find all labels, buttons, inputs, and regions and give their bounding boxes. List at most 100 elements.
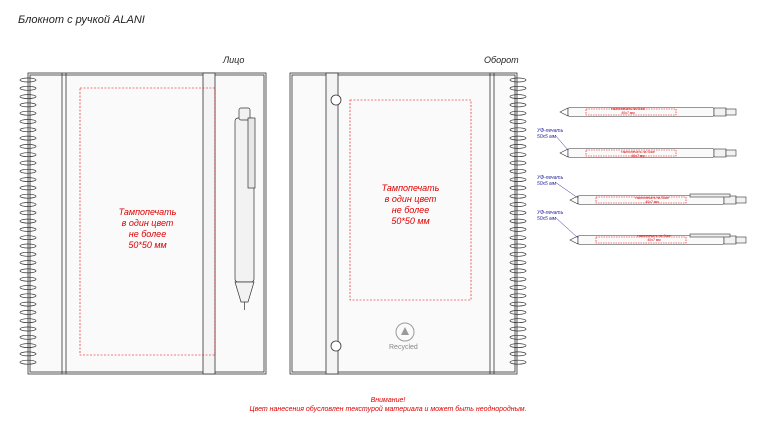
spiral-ring bbox=[509, 119, 527, 124]
back-print-line: в один цвет bbox=[384, 194, 437, 204]
spiral-ring bbox=[509, 110, 527, 116]
spiral-ring bbox=[19, 310, 37, 315]
recycle-icon bbox=[395, 322, 415, 342]
spiral-ring bbox=[509, 94, 527, 99]
front-spiral bbox=[19, 77, 37, 365]
spiral-ring bbox=[19, 285, 37, 290]
front-print-line: 50*50 мм bbox=[128, 240, 167, 250]
spiral-ring bbox=[509, 160, 527, 166]
pen-inner-label: тампопечать на боке 40x7 мм bbox=[621, 150, 655, 158]
pen-part bbox=[689, 193, 731, 198]
pen-part bbox=[559, 148, 569, 158]
spiral-ring bbox=[509, 135, 527, 141]
pen-part bbox=[725, 108, 737, 116]
spiral-ring bbox=[19, 77, 37, 83]
spiral-ring bbox=[509, 343, 527, 348]
front-pen bbox=[234, 107, 256, 310]
back-print-line: не более bbox=[391, 205, 430, 215]
spiral-ring bbox=[509, 85, 527, 91]
pen-part bbox=[595, 236, 687, 244]
pen-side-label: УФ-печать 50x5 мм bbox=[537, 210, 564, 222]
spiral-ring bbox=[509, 144, 527, 149]
spiral-ring bbox=[19, 343, 37, 348]
spiral-ring bbox=[509, 235, 527, 241]
spiral-ring bbox=[509, 77, 527, 83]
spiral-ring bbox=[509, 185, 527, 191]
pen-part bbox=[585, 108, 677, 116]
spiral-ring bbox=[19, 102, 37, 108]
spiral-ring bbox=[19, 185, 37, 191]
spiral-ring bbox=[509, 276, 527, 282]
spiral-ring bbox=[509, 318, 527, 324]
pen-part bbox=[713, 107, 727, 117]
page-title: Блокнот с ручкой ALANI bbox=[18, 14, 145, 26]
spiral-ring bbox=[19, 218, 37, 224]
spiral-ring bbox=[509, 351, 527, 357]
spiral-ring bbox=[19, 119, 37, 124]
pen-part bbox=[585, 149, 677, 157]
spiral-ring bbox=[509, 210, 527, 216]
spiral-ring bbox=[509, 334, 527, 340]
pen-part bbox=[689, 233, 731, 238]
spiral-ring bbox=[19, 127, 37, 133]
back-print-line: 50*50 мм bbox=[391, 216, 430, 226]
spiral-ring bbox=[19, 243, 37, 249]
front-print-line: Тампопечать bbox=[118, 207, 177, 217]
pen-part bbox=[725, 149, 737, 157]
warning-title: Внимание! bbox=[370, 397, 406, 404]
spiral-ring bbox=[509, 268, 527, 274]
spiral-ring bbox=[19, 168, 37, 174]
back-print-line: Тампопечать bbox=[381, 183, 440, 193]
spiral-ring bbox=[509, 251, 527, 257]
spiral-ring bbox=[509, 260, 527, 265]
pen-inner-label: тампопечать на боке 40x7 мм bbox=[611, 107, 645, 115]
back-spiral bbox=[509, 77, 527, 365]
spiral-ring bbox=[19, 85, 37, 91]
spiral-ring bbox=[509, 227, 527, 232]
pen-part bbox=[713, 148, 727, 158]
recycled-label: Recycled bbox=[389, 344, 418, 351]
spiral-ring bbox=[19, 276, 37, 282]
back-notebook bbox=[289, 72, 518, 375]
spiral-ring bbox=[19, 351, 37, 357]
pen-part bbox=[595, 196, 687, 204]
pen-part bbox=[735, 196, 747, 204]
leader-line bbox=[554, 181, 579, 199]
spiral-ring bbox=[509, 152, 527, 158]
spiral-ring bbox=[509, 177, 527, 182]
spiral-ring bbox=[19, 160, 37, 166]
spiral-ring bbox=[19, 202, 37, 207]
spiral-ring bbox=[19, 260, 37, 265]
pen-side-label: УФ-печать 50x5 мм bbox=[537, 175, 564, 187]
front-print-area-text: Тампопечать в один цвет не более 50*50 м… bbox=[95, 207, 200, 251]
spiral-ring bbox=[509, 243, 527, 249]
spiral-ring bbox=[19, 334, 37, 340]
spiral-ring bbox=[19, 318, 37, 324]
spiral-ring bbox=[19, 326, 37, 332]
spiral-ring bbox=[19, 135, 37, 141]
warning-text: Цвет нанесения обусловлен текстурой мате… bbox=[249, 406, 527, 413]
front-print-line: в один цвет bbox=[121, 218, 174, 228]
spiral-ring bbox=[19, 144, 37, 149]
spiral-ring bbox=[509, 326, 527, 332]
pen-part bbox=[735, 236, 747, 244]
spiral-ring bbox=[509, 168, 527, 174]
spiral-ring bbox=[509, 359, 527, 365]
spiral-ring bbox=[19, 110, 37, 116]
spiral-ring bbox=[19, 177, 37, 182]
front-print-line: не более bbox=[128, 229, 167, 239]
spiral-ring bbox=[509, 285, 527, 290]
pen-part bbox=[559, 107, 569, 117]
spiral-ring bbox=[19, 152, 37, 158]
spiral-ring bbox=[19, 293, 37, 299]
spiral-ring bbox=[19, 268, 37, 274]
spiral-ring bbox=[19, 359, 37, 365]
spiral-ring bbox=[509, 102, 527, 108]
spiral-ring bbox=[19, 210, 37, 216]
pen-inner-label: тампопечать на боке 40x7 мм bbox=[635, 196, 669, 204]
spiral-ring bbox=[509, 293, 527, 299]
leader-line bbox=[554, 134, 569, 151]
spiral-ring bbox=[19, 301, 37, 307]
spiral-ring bbox=[19, 251, 37, 257]
spiral-ring bbox=[19, 94, 37, 99]
